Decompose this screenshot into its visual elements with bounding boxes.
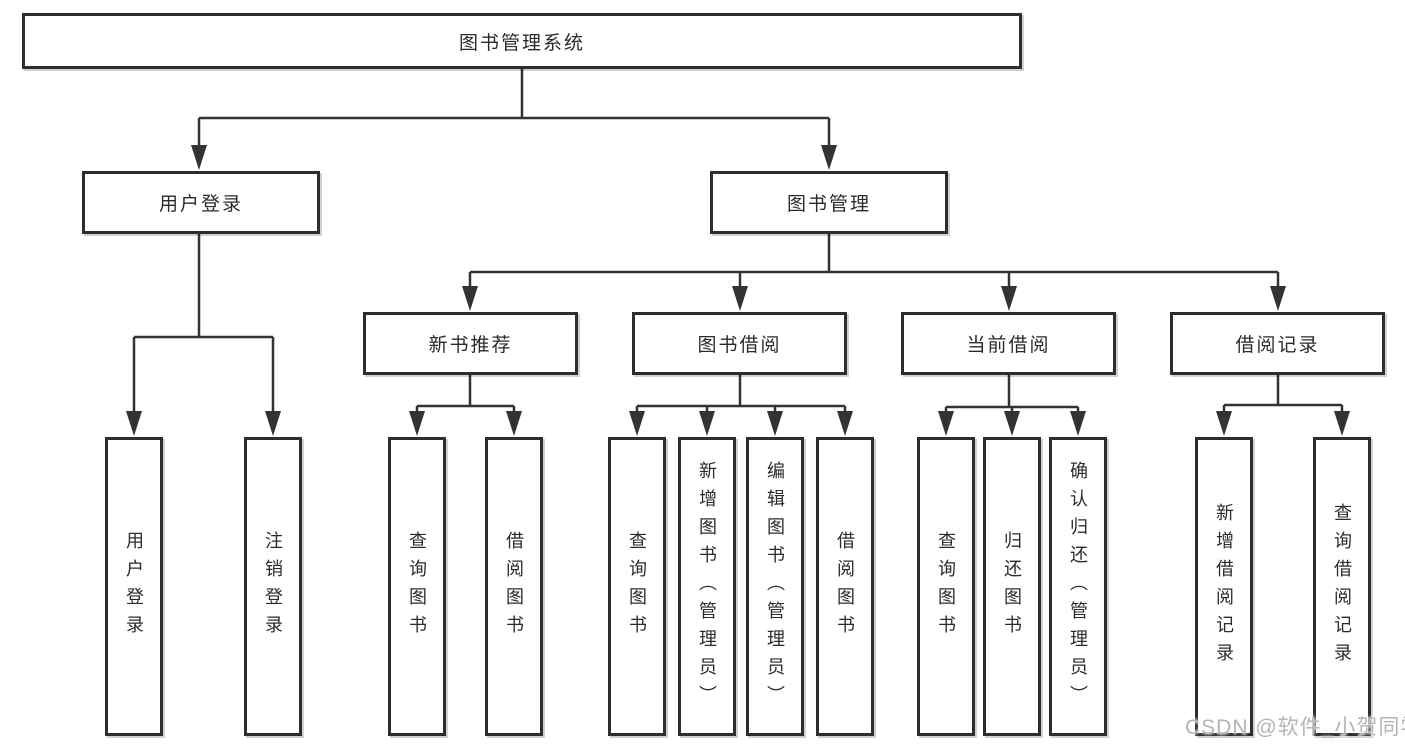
node-root: 图书管理系统: [22, 13, 1022, 69]
arrow-down-icon: [699, 411, 715, 436]
leaf-edit-books-admin: 编辑图书（管理员）: [746, 437, 804, 736]
node-current-borrowing: 当前借阅: [901, 312, 1116, 375]
arrow-down-icon: [1216, 411, 1232, 436]
node-label: 借阅记录: [1235, 335, 1320, 356]
leaf-label: 查询图书: [407, 530, 427, 643]
arrow-down-icon: [1334, 411, 1350, 436]
leaf-query-books-borrowing: 查询图书: [608, 437, 666, 736]
leaf-query-books-recommend: 查询图书: [388, 437, 446, 736]
arrow-down-icon: [265, 411, 281, 436]
node-label: 当前借阅: [966, 335, 1051, 356]
node-label: 图书管理: [786, 194, 871, 215]
arrow-down-icon: [767, 411, 783, 436]
node-new-book-recommend: 新书推荐: [363, 312, 578, 375]
leaf-add-books-admin: 新增图书（管理员）: [678, 437, 736, 736]
leaf-label: 查询借阅记录: [1332, 502, 1352, 671]
leaf-label: 查询图书: [936, 530, 956, 643]
leaf-confirm-return-admin: 确认归还（管理员）: [1049, 437, 1107, 736]
arrow-down-icon: [1270, 286, 1286, 311]
connector-newbook-to-leaves: [415, 375, 516, 418]
node-label: 图书管理系统: [458, 32, 585, 54]
arrow-down-icon: [462, 286, 478, 311]
arrow-down-icon: [1070, 411, 1086, 436]
node-book-management: 图书管理: [710, 171, 948, 234]
connector-borrow-to-leaves: [635, 375, 847, 418]
node-label: 新书推荐: [428, 335, 513, 356]
leaf-label: 查询图书: [627, 530, 647, 643]
arrow-down-icon: [1001, 286, 1017, 311]
connector-records-to-leaves: [1222, 375, 1344, 418]
leaf-logout: 注销登录: [244, 437, 302, 736]
connector-root-to-level2: [197, 69, 831, 152]
leaf-label: 用户登录: [124, 530, 144, 643]
arrow-down-icon: [938, 411, 954, 436]
leaf-borrow-books: 借阅图书: [816, 437, 874, 736]
leaf-label: 新增借阅记录: [1214, 502, 1234, 671]
watermark: CSDN @软件_小贺同学: [1185, 716, 1405, 739]
leaf-label: 借阅图书: [835, 530, 855, 643]
arrow-down-icon: [191, 145, 207, 170]
leaf-query-books-current: 查询图书: [917, 437, 975, 736]
leaf-label: 注销登录: [263, 530, 283, 643]
arrow-down-icon: [732, 286, 748, 311]
arrow-down-icon: [837, 411, 853, 436]
leaf-label: 确认归还（管理员）: [1068, 460, 1088, 713]
node-label: 图书借阅: [697, 335, 782, 356]
leaf-query-borrow-record: 查询借阅记录: [1313, 437, 1371, 736]
node-book-borrowing: 图书借阅: [632, 312, 847, 375]
leaf-user-login: 用户登录: [105, 437, 163, 736]
arrow-down-icon: [1004, 411, 1020, 436]
connector-bookmgmt-to-level3: [468, 234, 1280, 292]
leaf-add-borrow-record: 新增借阅记录: [1195, 437, 1253, 736]
leaf-borrow-books-recommend: 借阅图书: [485, 437, 543, 736]
arrow-down-icon: [126, 411, 142, 436]
arrow-down-icon: [821, 145, 837, 170]
arrow-down-icon: [629, 411, 645, 436]
leaf-label: 借阅图书: [504, 530, 524, 643]
node-label: 用户登录: [158, 194, 243, 215]
node-borrow-records: 借阅记录: [1170, 312, 1385, 375]
leaf-label: 编辑图书（管理员）: [765, 460, 785, 713]
node-user-login: 用户登录: [82, 171, 320, 234]
arrow-down-icon: [506, 411, 522, 436]
connector-userlogin-to-leaves: [132, 234, 275, 418]
leaf-return-books: 归还图书: [983, 437, 1041, 736]
leaf-label: 新增图书（管理员）: [697, 460, 717, 713]
leaf-label: 归还图书: [1002, 530, 1022, 643]
arrow-down-icon: [409, 411, 425, 436]
arrowheads: [126, 145, 1350, 436]
